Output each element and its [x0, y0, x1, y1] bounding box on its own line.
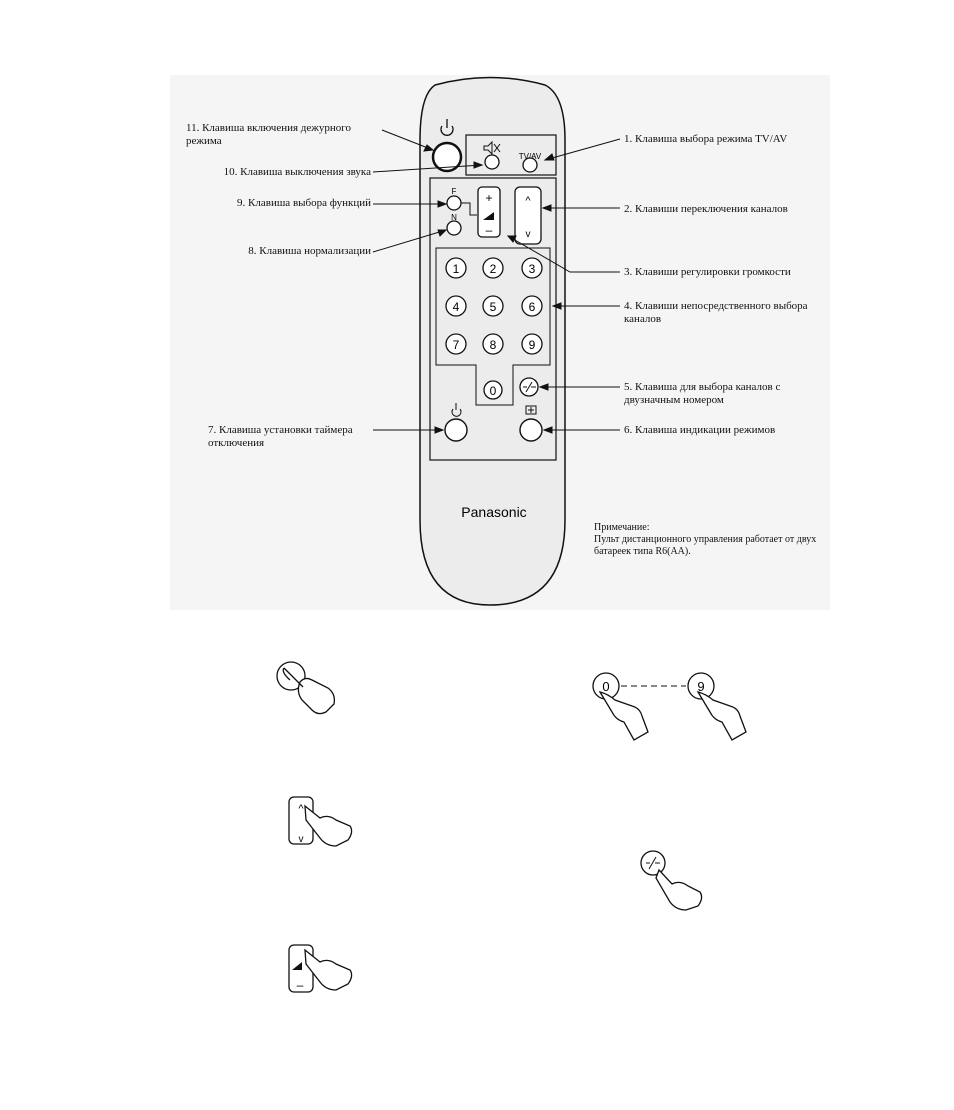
- volume-rocker[interactable]: + –: [477, 186, 501, 238]
- digit-button-2[interactable]: 2: [482, 257, 504, 279]
- volume-minus-label: –: [486, 223, 493, 237]
- note: Примечание: Пульт дистанционного управле…: [594, 522, 834, 558]
- main-panel: [429, 177, 557, 461]
- svg-text:9: 9: [529, 338, 536, 352]
- normalize-button[interactable]: N: [446, 213, 462, 236]
- illustration-volume-key: –: [288, 944, 353, 993]
- svg-text:2: 2: [490, 262, 497, 276]
- two-digit-button[interactable]: [519, 377, 539, 397]
- note-text: Пульт дистанционного управления работает…: [594, 534, 817, 557]
- brand-logo: Panasonic: [461, 504, 526, 520]
- display-button[interactable]: [519, 405, 543, 442]
- svg-text:5: 5: [490, 300, 497, 314]
- svg-text:^: ^: [298, 803, 304, 815]
- tvav-label: TV/AV: [519, 152, 542, 161]
- digit-button-9[interactable]: 9: [521, 333, 543, 355]
- standby-button[interactable]: [431, 119, 463, 173]
- label-2: 2. Клавиши переключения каналов: [624, 203, 788, 215]
- tvav-button[interactable]: TV/AV: [519, 152, 542, 173]
- digit-button-3[interactable]: 3: [521, 257, 543, 279]
- label-9: 9. Клавиша выбора функций: [237, 197, 371, 209]
- svg-text:7: 7: [453, 338, 460, 352]
- label-11: 11. Клавиша включения дежурного режима: [186, 122, 352, 147]
- channel-rocker[interactable]: ^ v: [514, 186, 542, 245]
- digit-button-6[interactable]: 6: [521, 295, 543, 317]
- sleep-timer-button[interactable]: [444, 403, 468, 442]
- f-label: F: [452, 187, 457, 196]
- numeric-panel: [435, 247, 551, 406]
- illustration-channel-keys: ^ v: [288, 796, 353, 847]
- label-4: 4. Клавиши непосредственного выбора кана…: [624, 300, 808, 325]
- label-6: 6. Клавиша индикации режимов: [624, 424, 776, 436]
- n-label: N: [451, 213, 457, 222]
- channel-up-label: ^: [525, 195, 531, 207]
- digit-button-5[interactable]: 5: [482, 295, 504, 317]
- mute-button[interactable]: [483, 140, 501, 170]
- svg-text:–: –: [297, 978, 304, 992]
- digit-button-8[interactable]: 8: [482, 333, 504, 355]
- svg-text:3: 3: [529, 262, 536, 276]
- label-5: 5. Клавиша для выбора каналов с двузначн…: [624, 381, 781, 406]
- volume-plus-label: +: [485, 191, 492, 205]
- svg-text:9: 9: [697, 679, 704, 694]
- svg-text:0: 0: [602, 679, 609, 694]
- digit-button-1[interactable]: 1: [445, 257, 467, 279]
- label-7: 7. Клавиша установки таймера отключения: [208, 424, 353, 449]
- top-panel: [465, 134, 557, 176]
- svg-text:0: 0: [490, 384, 497, 398]
- svg-text:6: 6: [529, 300, 536, 314]
- digit-button-4[interactable]: 4: [445, 295, 467, 317]
- label-3: 3. Клавиши регулировки громкости: [624, 266, 791, 278]
- note-title: Примечание:: [594, 522, 650, 533]
- volume-icon: [483, 212, 494, 220]
- svg-text:v: v: [299, 834, 304, 845]
- digit-button-7[interactable]: 7: [445, 333, 467, 355]
- svg-text:8: 8: [490, 338, 497, 352]
- illustration-button-press: [276, 661, 336, 715]
- label-1: 1. Клавиша выбора режима TV/AV: [624, 133, 788, 145]
- channel-down-label: v: [526, 229, 531, 240]
- svg-text:1: 1: [453, 262, 460, 276]
- label-8: 8. Клавиша нормализации: [248, 245, 371, 257]
- svg-text:4: 4: [453, 300, 460, 314]
- digit-button-0[interactable]: 0: [483, 380, 503, 400]
- label-10: 10. Клавиша выключения звука: [223, 166, 371, 178]
- illustration-two-digit-key: [640, 850, 703, 911]
- leader-lines: [372, 129, 621, 434]
- illustration-digit-keys: 0 9: [592, 672, 747, 741]
